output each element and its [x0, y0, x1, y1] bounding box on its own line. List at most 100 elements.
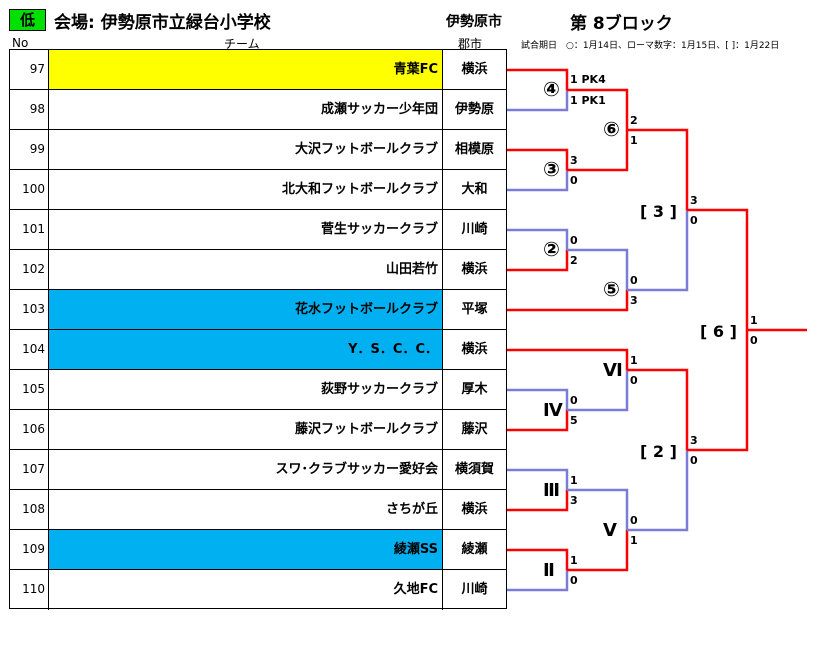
team-number: 108 — [10, 490, 49, 529]
team-city: 藤沢 — [461, 422, 488, 437]
score-bottom: 0 — [690, 454, 698, 467]
bracket-line — [567, 88, 629, 130]
team-name: 北大和フットボールクラブ — [49, 170, 443, 209]
team-number: 103 — [10, 290, 49, 329]
bracket-line — [567, 130, 629, 172]
bracket-line — [507, 410, 569, 432]
score-top: 1 PK4 — [570, 73, 606, 86]
team-name: 菅生サッカークラブ — [49, 210, 443, 249]
match-label: ② — [543, 237, 560, 261]
team-name: スワ･クラブサッカー愛好会 — [49, 450, 443, 489]
score-top: 0 — [570, 394, 578, 407]
team-name: 荻野サッカークラブ — [49, 370, 443, 409]
team-city: 川崎 — [461, 582, 488, 597]
schedule-legend: 試合期日 ○：1月14日、ローマ数字：1月15日、[ ]：1月22日 — [521, 41, 780, 51]
score-top: 3 — [690, 194, 698, 207]
bracket-line — [687, 208, 749, 330]
bracket-line — [627, 368, 689, 450]
team-number: 104 — [10, 330, 49, 369]
bracket-line — [567, 248, 629, 290]
column-header-team: チーム — [224, 37, 260, 51]
bracket-line — [507, 348, 629, 370]
team-number: 105 — [10, 370, 49, 409]
column-header-city: 郡市 — [458, 37, 483, 51]
match-label: [ 3 ] — [640, 202, 677, 221]
match-label: ③ — [543, 157, 560, 181]
team-number: 100 — [10, 170, 49, 209]
bracket-line — [507, 68, 569, 90]
host-city: 伊勢原市 — [446, 14, 502, 30]
team-city: 横浜 — [461, 262, 488, 277]
bracket-line — [627, 210, 689, 292]
match-label: [ 2 ] — [640, 442, 677, 461]
bracket-line — [507, 388, 569, 410]
score-bottom: 0 — [690, 214, 698, 227]
score-top: 3 — [570, 154, 578, 167]
bracket-line — [507, 250, 569, 272]
team-name: 花水フットボールクラブ — [49, 290, 443, 329]
team-number: 106 — [10, 410, 49, 449]
team-city: 横須賀 — [454, 462, 494, 477]
bracket-line — [507, 570, 569, 592]
team-city: 伊勢原 — [454, 102, 494, 117]
team-city: 綾瀬 — [461, 542, 488, 557]
score-top: 1 — [630, 354, 638, 367]
team-number: 109 — [10, 530, 49, 569]
bracket-line — [567, 488, 629, 530]
score-top: 0 — [630, 274, 638, 287]
score-bottom: 0 — [630, 374, 638, 387]
team-name: 久地FC — [49, 570, 443, 610]
score-bottom: 1 PK1 — [570, 94, 606, 107]
bracket-line — [627, 128, 689, 210]
team-name: Y．S．C．C． — [49, 330, 443, 369]
team-number: 110 — [10, 570, 49, 610]
team-city: 横浜 — [461, 342, 488, 357]
team-name: 青葉FC — [49, 50, 443, 89]
bracket-line — [687, 330, 749, 452]
team-city: 相模原 — [454, 142, 494, 157]
team-number: 99 — [10, 130, 49, 169]
team-number: 101 — [10, 210, 49, 249]
match-label: [ 6 ] — [700, 322, 737, 341]
team-number: 97 — [10, 50, 49, 89]
score-bottom: 0 — [570, 574, 578, 587]
score-bottom: 3 — [630, 294, 638, 307]
team-city: 平塚 — [461, 302, 488, 317]
match-label: ⑥ — [603, 117, 620, 141]
bracket-line — [507, 228, 569, 250]
team-city: 横浜 — [461, 502, 488, 517]
category-badge: 低 — [9, 9, 46, 31]
team-name: 藤沢フットボールクラブ — [49, 410, 443, 449]
team-city: 大和 — [461, 182, 488, 197]
score-top: 1 — [570, 554, 578, 567]
score-bottom: 5 — [570, 414, 578, 427]
score-top: 2 — [630, 114, 638, 127]
score-bottom: 1 — [630, 534, 638, 547]
score-bottom: 0 — [570, 174, 578, 187]
team-city: 川崎 — [461, 222, 488, 237]
venue-title: 会場: 伊勢原市立緑台小学校 — [54, 13, 271, 33]
match-label: Ⅳ — [543, 400, 563, 421]
score-top: 3 — [690, 434, 698, 447]
bracket-line — [507, 468, 569, 490]
bracket-line — [507, 290, 629, 312]
match-label: ⑤ — [603, 277, 620, 301]
score-bottom: 3 — [570, 494, 578, 507]
team-number: 107 — [10, 450, 49, 489]
match-label: Ⅴ — [603, 520, 617, 541]
score-top: 1 — [750, 314, 758, 327]
team-city: 横浜 — [461, 62, 488, 77]
team-city: 厚木 — [461, 382, 488, 397]
bracket-line — [627, 450, 689, 532]
